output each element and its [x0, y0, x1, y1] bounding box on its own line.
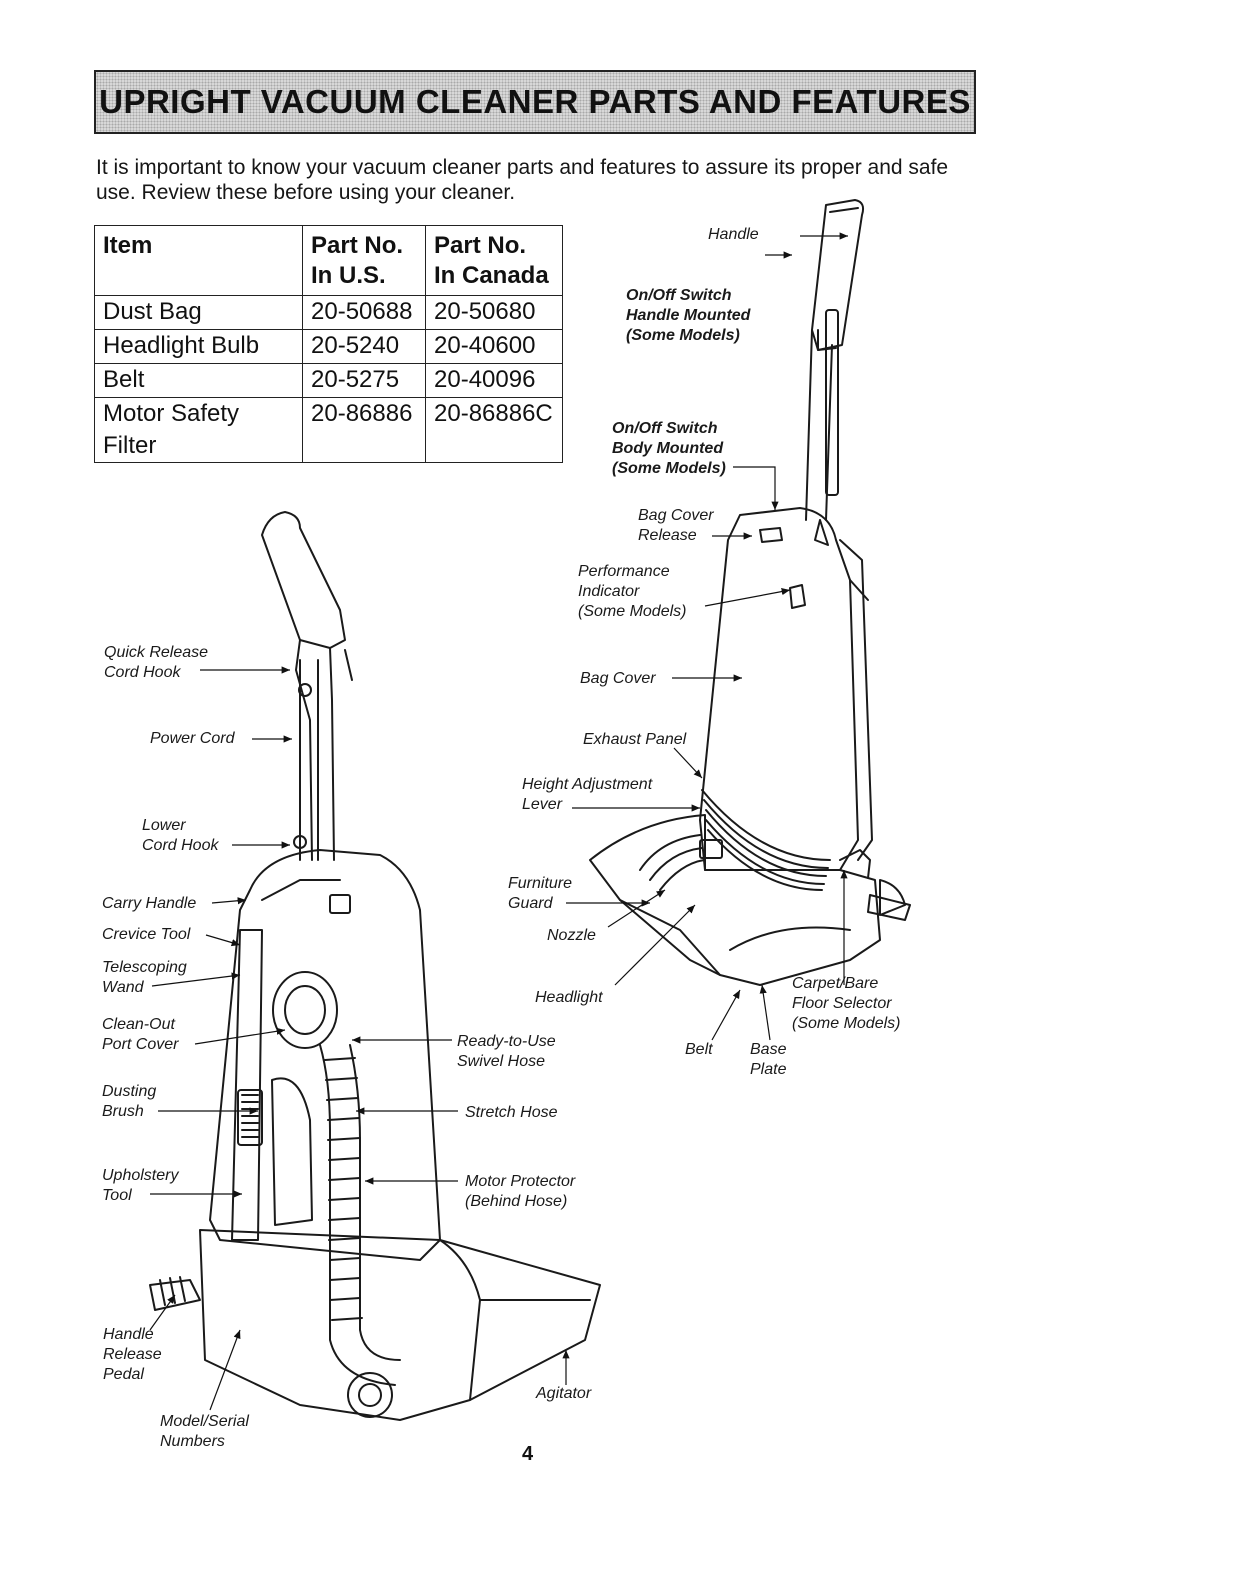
table-header-row: Item Part No. In U.S. Part No. In Canada [94, 225, 563, 296]
label-upholstery-tool: Upholstery Tool [102, 1167, 179, 1204]
label-swivel-hose: Ready-to-Use Swivel Hose [457, 1033, 556, 1070]
table-row: Motor Safety Filter 20-86886 20-86886C [94, 397, 563, 463]
label-bag-cover: Bag Cover [580, 670, 656, 687]
cell-part-us: 20-86886 [302, 397, 426, 463]
label-telescoping-wand: Telescoping Wand [102, 959, 187, 996]
label-nozzle: Nozzle [547, 927, 596, 944]
cell-item: Dust Bag [94, 295, 303, 330]
label-belt: Belt [685, 1041, 713, 1058]
cell-part-canada: 20-40096 [425, 363, 563, 398]
label-handle: Handle [708, 226, 759, 243]
page-number: 4 [522, 1443, 534, 1465]
label-onoff-handle: On/Off Switch Handle Mounted (Some Model… [626, 287, 751, 344]
label-power-cord: Power Cord [150, 730, 235, 747]
label-headlight: Headlight [535, 989, 603, 1006]
cell-part-us: 20-50688 [302, 295, 426, 330]
label-performance-indicator: Performance Indicator (Some Models) [578, 563, 687, 620]
header-part-us-text: Part No. In U.S. [311, 232, 404, 289]
header-item: Item [94, 225, 303, 296]
label-dusting-brush: Dusting Brush [102, 1083, 157, 1120]
front-vacuum-illustration [589, 199, 911, 986]
cell-part-us: 20-5240 [302, 329, 426, 364]
parts-table: Item Part No. In U.S. Part No. In Canada… [94, 225, 563, 463]
cell-item: Belt [94, 363, 303, 398]
label-crevice-tool: Crevice Tool [102, 926, 191, 943]
label-model-serial: Model/Serial Numbers [160, 1413, 249, 1450]
header-part-canada: Part No. In Canada [425, 225, 563, 296]
label-agitator: Agitator [536, 1385, 592, 1402]
section-title: UPRIGHT VACUUM CLEANER PARTS AND FEATURE… [99, 83, 971, 120]
cell-item: Headlight Bulb [94, 329, 303, 364]
label-carry-handle: Carry Handle [102, 895, 197, 912]
cell-item: Motor Safety Filter [94, 397, 303, 463]
cell-part-canada: 20-50680 [425, 295, 563, 330]
label-onoff-body: On/Off Switch Body Mounted (Some Models) [612, 420, 726, 477]
intro-paragraph: It is important to know your vacuum clea… [96, 156, 949, 204]
label-furniture-guard: Furniture Guard [508, 875, 573, 912]
leader-lines [149, 232, 848, 1411]
label-base-plate: Base Plate [750, 1041, 787, 1078]
label-handle-release: Handle Release Pedal [103, 1326, 162, 1383]
rear-vacuum-illustration [149, 511, 601, 1421]
section-title-banner: UPRIGHT VACUUM CLEANER PARTS AND FEATURE… [94, 70, 976, 134]
cell-part-canada: 20-40600 [425, 329, 563, 364]
table-row: Dust Bag 20-50688 20-50680 [94, 295, 563, 330]
label-quick-release: Quick Release Cord Hook [104, 644, 209, 681]
label-lower-cord-hook: Lower Cord Hook [142, 817, 219, 854]
label-height-adjustment: Height Adjustment Lever [522, 776, 653, 813]
label-carpet-bare: Carpet/Bare Floor Selector (Some Models) [792, 975, 901, 1032]
cell-part-canada: 20-86886C [425, 397, 563, 463]
label-bag-cover-release: Bag Cover Release [638, 507, 714, 544]
label-exhaust-panel: Exhaust Panel [583, 731, 687, 748]
table-row: Headlight Bulb 20-5240 20-40600 [94, 329, 563, 364]
header-part-canada-text: Part No. In Canada [434, 232, 549, 289]
label-stretch-hose: Stretch Hose [465, 1104, 558, 1121]
label-motor-protector: Motor Protector (Behind Hose) [465, 1173, 576, 1210]
label-clean-out: Clean-Out Port Cover [102, 1016, 179, 1053]
